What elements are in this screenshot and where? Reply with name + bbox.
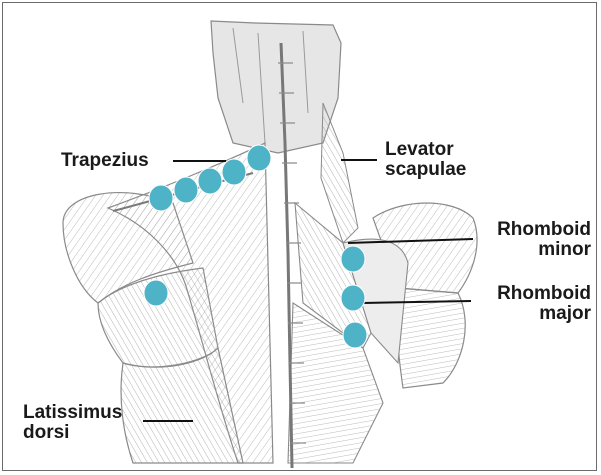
trigger-point-marker	[341, 246, 365, 272]
right-levator	[321, 103, 358, 243]
trigger-point-marker	[144, 280, 168, 306]
label-rhomboid-major: Rhomboid major	[473, 284, 591, 324]
diagram-frame: Trapezius Levator scapulae Rhomboid mino…	[2, 2, 597, 471]
label-trapezius: Trapezius	[61, 151, 149, 171]
label-levator-scapulae: Levator scapulae	[385, 140, 466, 180]
trigger-point-marker	[247, 145, 271, 171]
trigger-point-marker	[149, 185, 173, 211]
trigger-point-marker	[222, 159, 246, 185]
trigger-point-marker	[341, 285, 365, 311]
trigger-point-marker	[198, 168, 222, 194]
trigger-point-marker	[174, 177, 198, 203]
label-latissimus-dorsi: Latissimus dorsi	[23, 403, 122, 443]
neck	[211, 21, 341, 153]
label-rhomboid-minor: Rhomboid minor	[481, 220, 591, 260]
trigger-point-marker	[343, 322, 367, 348]
